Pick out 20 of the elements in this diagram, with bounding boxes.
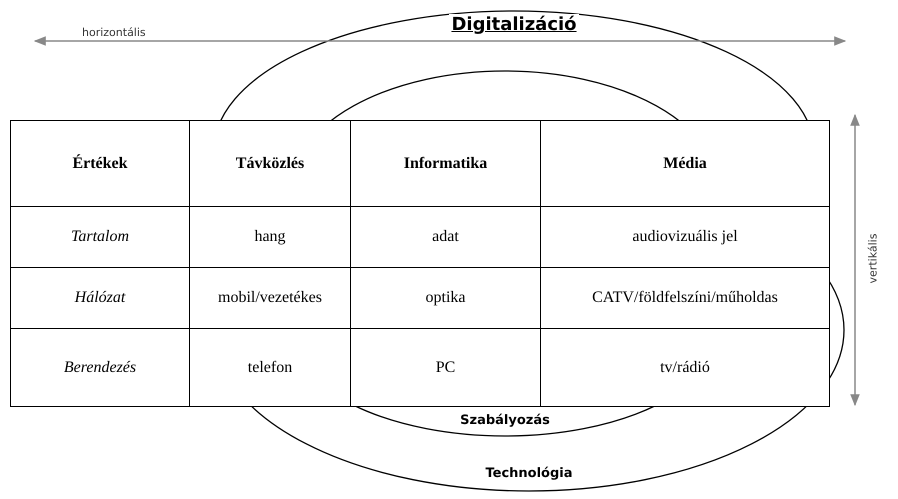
axis-label: vertikális xyxy=(866,234,880,284)
ellipse-label: Digitalizáció xyxy=(449,14,579,35)
table-cell: optika xyxy=(350,268,540,328)
table-cell: telefon xyxy=(190,328,350,406)
table-cell: PC xyxy=(350,328,540,406)
header-cell: Informatika xyxy=(350,120,540,206)
table-cell: audiovizuális jel xyxy=(540,206,830,268)
row-header-cell: Hálózat xyxy=(10,268,190,328)
table-cell: CATV/földfelszíni/műholdas xyxy=(540,268,830,328)
header-cell: Távközlés xyxy=(190,120,350,206)
table-cell: adat xyxy=(350,206,540,268)
row-header-cell: Berendezés xyxy=(10,328,190,406)
table-cell: mobil/vezetékes xyxy=(190,268,350,328)
header-cell: Média xyxy=(540,120,830,206)
table-cell: hang xyxy=(190,206,350,268)
row-header-cell: Tartalom xyxy=(10,206,190,268)
header-cell: Értékek xyxy=(10,120,190,206)
axis-label: horizontális xyxy=(82,26,146,39)
ellipse-label: Szabályozás xyxy=(458,413,552,428)
table-cell: tv/rádió xyxy=(540,328,830,406)
